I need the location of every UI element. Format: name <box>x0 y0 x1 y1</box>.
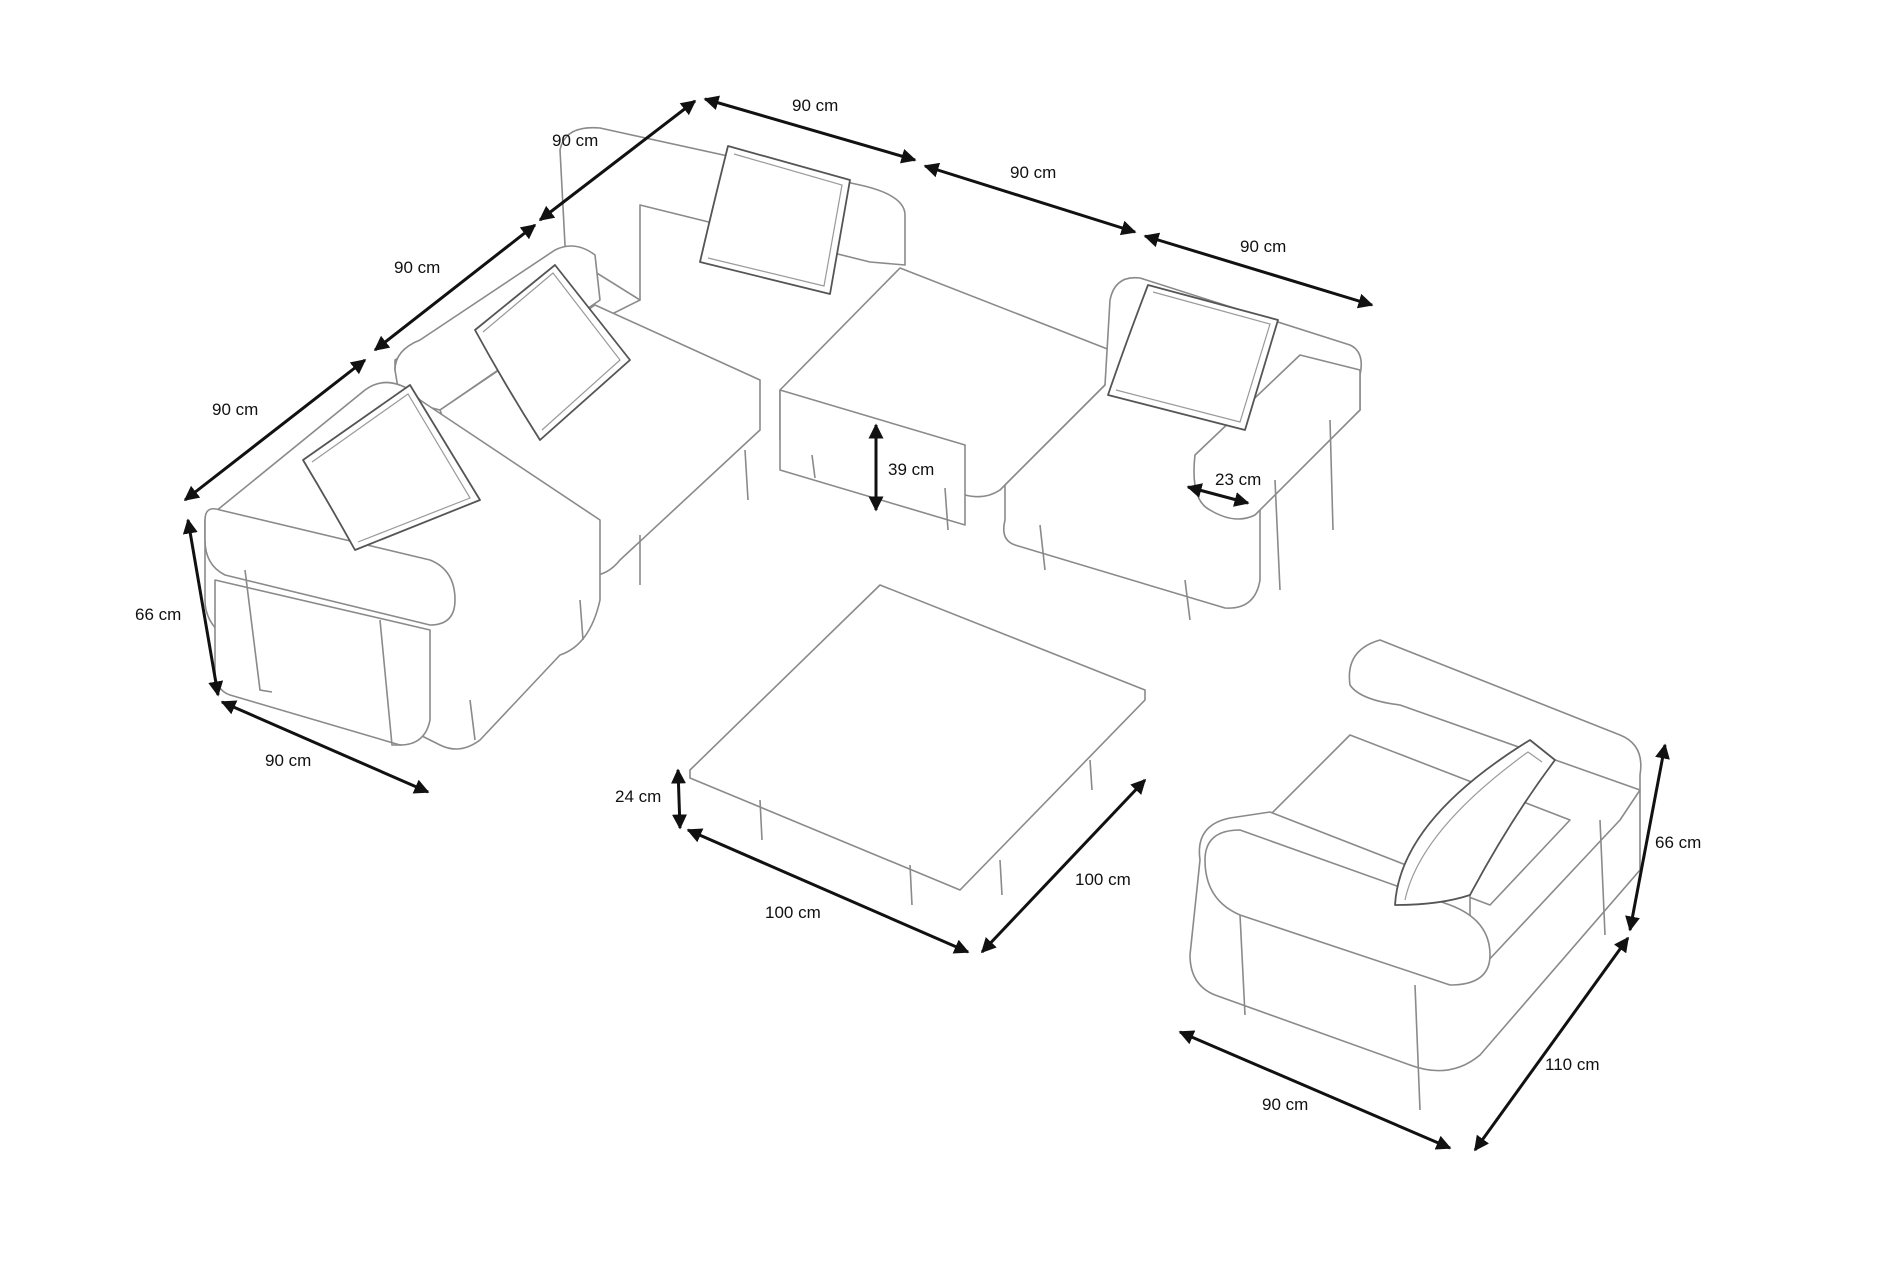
dim-line-chair-height <box>1625 743 1670 932</box>
dim-line-left-middle <box>373 223 537 352</box>
dim-line-chair-depth <box>1473 936 1630 1152</box>
dim-line-left-lower <box>183 358 367 502</box>
armchair-pillow <box>1394 739 1556 906</box>
dim-line-armrest-width <box>1186 483 1250 507</box>
dim-line-left-upper <box>538 99 697 222</box>
dimension-labels: 90 cm 90 cm 90 cm 90 cm 90 cm 90 cm 66 c… <box>135 96 1701 1114</box>
label-armrest-width: 23 cm <box>1215 470 1261 489</box>
label-table-height: 24 cm <box>615 787 661 806</box>
label-table-front: 100 cm <box>765 903 821 922</box>
label-chair-width: 90 cm <box>1262 1095 1308 1114</box>
label-left-lower: 90 cm <box>212 400 258 419</box>
label-right-far: 90 cm <box>1240 237 1286 256</box>
label-top-back-right: 90 cm <box>1010 163 1056 182</box>
label-seat-height: 39 cm <box>888 460 934 479</box>
label-top-back-left: 90 cm <box>792 96 838 115</box>
label-table-side: 100 cm <box>1075 870 1131 889</box>
dimension-lines <box>182 95 1670 1152</box>
pillow-back <box>699 145 851 295</box>
dim-line-bottom-width-sofa <box>220 700 430 794</box>
dim-line-chair-width <box>1178 1030 1452 1150</box>
sofa-right-armrest <box>1193 354 1361 520</box>
coffee-table <box>689 584 1146 906</box>
coffee-table-top <box>689 584 1146 891</box>
label-height-sofa: 66 cm <box>135 605 181 624</box>
pillow-right <box>1107 284 1279 431</box>
dim-line-top-back-left <box>703 95 917 164</box>
label-left-upper: 90 cm <box>552 131 598 150</box>
dim-line-table-height <box>670 768 688 830</box>
label-chair-height: 66 cm <box>1655 833 1701 852</box>
armchair <box>1189 639 1642 1111</box>
dim-line-top-back-right <box>923 162 1137 236</box>
dim-line-height-sofa <box>182 518 224 697</box>
sofa-legs <box>244 419 1334 746</box>
label-chair-depth: 110 cm <box>1545 1055 1600 1074</box>
label-bottom-width-sofa: 90 cm <box>265 751 311 770</box>
label-left-middle: 90 cm <box>394 258 440 277</box>
dim-line-table-front <box>686 828 970 954</box>
dim-line-table-side <box>980 778 1147 954</box>
dim-line-right-far <box>1143 232 1374 309</box>
